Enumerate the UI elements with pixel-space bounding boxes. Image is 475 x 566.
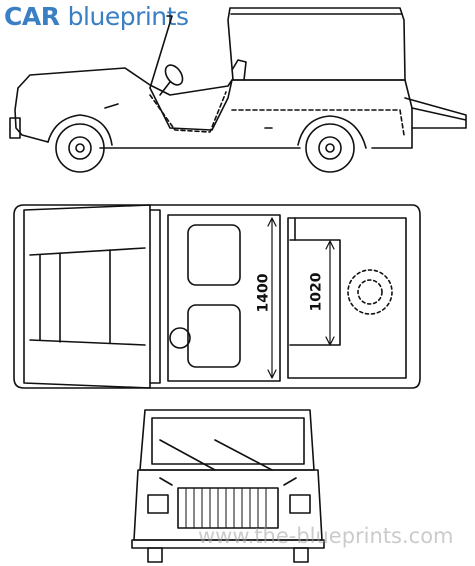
front-windshield-glass [151, 417, 305, 465]
front-indicators [159, 477, 297, 486]
side-front-arch [47, 114, 113, 146]
watermark-text: www.the-blueprints.com [198, 524, 454, 548]
top-bed-inner [289, 239, 341, 346]
side-front-nose [14, 87, 49, 143]
top-spare-hub [357, 279, 383, 305]
front-grille [177, 487, 279, 529]
top-seat-rear [187, 304, 241, 368]
top-cabin [167, 214, 281, 382]
side-front-wheel [55, 123, 105, 173]
dimension-label-1020: 1020 [308, 272, 325, 312]
side-interior-dashed [149, 91, 227, 133]
side-front-bumper [9, 117, 21, 139]
side-body-upper [17, 67, 413, 149]
front-wiper-right [214, 439, 273, 471]
side-rear-wheel [305, 123, 355, 173]
side-windshield [149, 15, 173, 89]
top-steering-wheel [169, 327, 191, 349]
front-view [131, 409, 325, 563]
front-windshield-frame [139, 409, 315, 471]
side-rear-hub [318, 136, 342, 160]
top-seat-front [187, 224, 241, 286]
top-view [13, 204, 421, 389]
front-headlight-left [147, 494, 169, 514]
brand-car: CAR [4, 2, 60, 31]
side-steering-wheel [164, 64, 184, 86]
dim-arrows-1020 [325, 240, 335, 346]
top-hood [23, 204, 151, 389]
front-tire-left [147, 547, 163, 563]
dimension-label-1400: 1400 [255, 273, 272, 313]
side-rear-arch [297, 115, 367, 149]
dim-arrows-1400 [267, 217, 277, 379]
side-view [9, 7, 467, 173]
front-wiper-left [159, 439, 216, 471]
side-front-hubcap [75, 143, 85, 153]
side-floor-dashed [231, 109, 405, 136]
side-tailgate [404, 97, 467, 129]
side-rear-hubcap [325, 143, 335, 153]
top-outline [13, 204, 421, 389]
front-bumper [131, 539, 325, 549]
top-bed [287, 217, 407, 379]
front-tire-right [293, 547, 309, 563]
front-grille-bars [185, 487, 267, 529]
top-spare-wheel [347, 269, 393, 315]
front-headlight-right [289, 494, 311, 514]
top-hood-lines [29, 247, 146, 346]
side-front-hub [68, 136, 92, 160]
side-seat [231, 59, 247, 81]
top-windshield [149, 209, 161, 384]
top-hood-ridges [39, 249, 111, 344]
side-steering-column [159, 81, 171, 96]
side-mirror [104, 103, 119, 109]
side-canvas-top [227, 7, 406, 81]
side-tailgate-line [411, 107, 467, 121]
